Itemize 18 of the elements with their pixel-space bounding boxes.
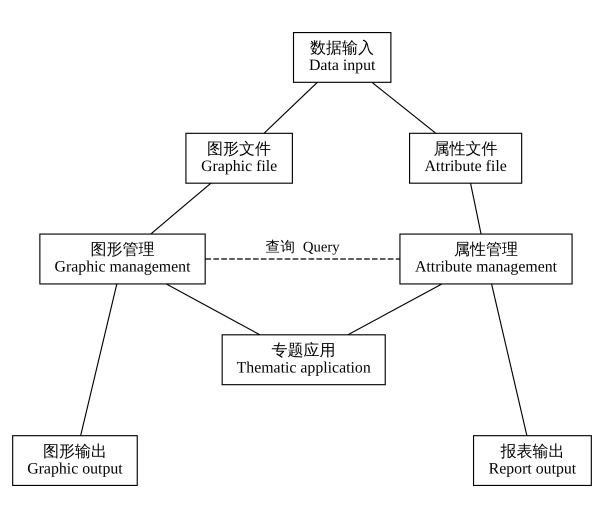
connector [264, 82, 318, 134]
node-box: 专题应用 Thematic application [222, 334, 386, 385]
edge-label: 查询 Query [265, 239, 340, 256]
node-box: 图形管理 Graphic management [39, 233, 206, 284]
node-box: 报表输出 Report output [472, 434, 592, 486]
connector [205, 258, 400, 260]
connector [372, 81, 436, 134]
node-box: 属性管理 Attribute management [399, 233, 573, 284]
node-box: 属性文件 Attribute file [409, 132, 522, 184]
node-box: 数据输入 Data input [292, 31, 392, 82]
connector [166, 282, 260, 335]
connector [491, 284, 528, 436]
node-box: 图形文件 Graphic file [185, 132, 293, 184]
connector [470, 182, 482, 234]
connector [80, 284, 118, 436]
connector [347, 282, 442, 335]
node-box: 图形输出 Graphic output [12, 434, 138, 486]
connector [150, 182, 212, 234]
